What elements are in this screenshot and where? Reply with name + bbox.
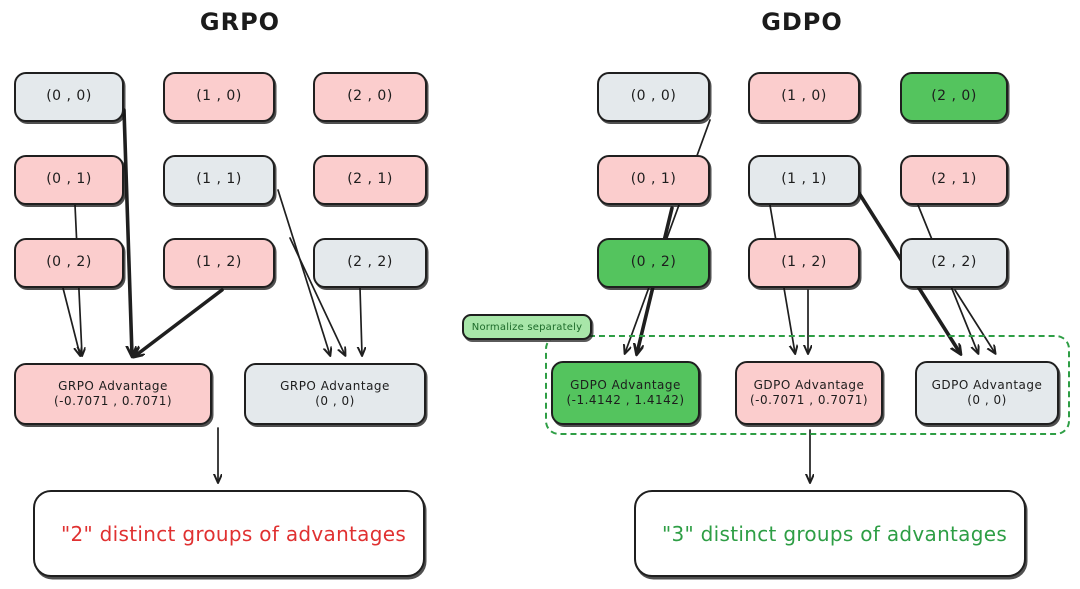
grid-cell-grpo-7: (1 , 2) bbox=[163, 238, 275, 288]
cell-label: (0 , 2) bbox=[630, 254, 677, 271]
grid-cell-grpo-0: (0 , 0) bbox=[14, 72, 124, 122]
grid-cell-gdpo-5: (2 , 1) bbox=[900, 155, 1008, 205]
advantage-title: GDPO Advantage bbox=[931, 378, 1043, 392]
grid-cell-gdpo-6: (0 , 2) bbox=[597, 238, 710, 288]
grid-cell-gdpo-3: (0 , 1) bbox=[597, 155, 710, 205]
cell-label: (2 , 1) bbox=[931, 171, 977, 188]
advantage-box-gdpo-1: GDPO Advantage(-0.7071 , 0.7071) bbox=[735, 361, 883, 425]
grid-cell-gdpo-1: (1 , 0) bbox=[748, 72, 860, 122]
grid-cell-grpo-1: (1 , 0) bbox=[163, 72, 275, 122]
advantage-title: GRPO Advantage bbox=[280, 379, 390, 393]
summary-box-gdpo: "3" distinct groups of advantages bbox=[634, 490, 1026, 577]
cell-label: (0 , 0) bbox=[46, 88, 92, 105]
normalize-separately-tag: Normalize separately bbox=[462, 314, 592, 340]
edge-grpo-3 bbox=[135, 288, 224, 356]
advantage-box-gdpo-2: GDPO Advantage(0 , 0) bbox=[915, 361, 1059, 425]
cell-label: (2 , 1) bbox=[347, 171, 393, 188]
advantage-box-grpo-0: GRPO Advantage(-0.7071 , 0.7071) bbox=[14, 363, 212, 425]
cell-label: (1 , 1) bbox=[196, 171, 242, 188]
cell-label: (1 , 1) bbox=[781, 171, 827, 188]
cell-label: (2 , 2) bbox=[931, 254, 977, 271]
cell-label: (1 , 2) bbox=[196, 254, 242, 271]
grid-cell-gdpo-7: (1 , 2) bbox=[748, 238, 860, 288]
edge-grpo-2 bbox=[62, 287, 80, 355]
cell-label: (1 , 0) bbox=[196, 88, 242, 105]
advantage-title: GDPO Advantage bbox=[570, 378, 681, 392]
advantage-value: (0 , 0) bbox=[315, 394, 355, 408]
grid-cell-gdpo-4: (1 , 1) bbox=[748, 155, 860, 205]
cell-label: (0 , 1) bbox=[46, 171, 92, 188]
cell-label: (2 , 0) bbox=[347, 88, 393, 105]
grid-cell-gdpo-0: (0 , 0) bbox=[597, 72, 710, 122]
grid-cell-gdpo-8: (2 , 2) bbox=[900, 238, 1008, 288]
normalize-group-outline bbox=[545, 335, 1070, 435]
edge-grpo-6 bbox=[360, 287, 362, 355]
advantage-value: (-0.7071 , 0.7071) bbox=[53, 394, 173, 408]
cell-label: (1 , 0) bbox=[781, 88, 827, 105]
cell-label: (0 , 0) bbox=[630, 88, 677, 105]
cell-label: (0 , 2) bbox=[46, 254, 92, 271]
edge-grpo-0 bbox=[122, 108, 132, 355]
advantage-value: (0 , 0) bbox=[967, 393, 1007, 407]
advantage-title: GDPO Advantage bbox=[753, 378, 865, 392]
summary-text: "2" distinct groups of advantages bbox=[61, 521, 407, 546]
grid-cell-grpo-6: (0 , 2) bbox=[14, 238, 124, 288]
summary-text: "3" distinct groups of advantages bbox=[662, 521, 1008, 546]
grid-cell-grpo-2: (2 , 0) bbox=[313, 72, 427, 122]
cell-label: (0 , 1) bbox=[630, 171, 677, 188]
advantage-box-gdpo-0: GDPO Advantage(-1.4142 , 1.4142) bbox=[551, 361, 700, 425]
panel-title-grpo: GRPO bbox=[199, 8, 281, 36]
grid-cell-grpo-5: (2 , 1) bbox=[313, 155, 427, 205]
advantage-box-grpo-1: GRPO Advantage(0 , 0) bbox=[244, 363, 426, 425]
grid-cell-grpo-8: (2 , 2) bbox=[313, 238, 427, 288]
grid-cell-grpo-4: (1 , 1) bbox=[163, 155, 275, 205]
cell-label: (1 , 2) bbox=[781, 254, 827, 271]
cell-label: (2 , 2) bbox=[347, 254, 393, 271]
tag-label: Normalize separately bbox=[471, 321, 583, 333]
advantage-value: (-1.4142 , 1.4142) bbox=[566, 393, 685, 407]
summary-box-grpo: "2" distinct groups of advantages bbox=[33, 490, 425, 577]
panel-title-gdpo: GDPO bbox=[761, 8, 843, 36]
cell-label: (2 , 0) bbox=[931, 88, 977, 105]
advantage-value: (-0.7071 , 0.7071) bbox=[749, 393, 869, 407]
grid-cell-grpo-3: (0 , 1) bbox=[14, 155, 124, 205]
advantage-title: GRPO Advantage bbox=[58, 379, 168, 393]
grid-cell-gdpo-2: (2 , 0) bbox=[900, 72, 1008, 122]
